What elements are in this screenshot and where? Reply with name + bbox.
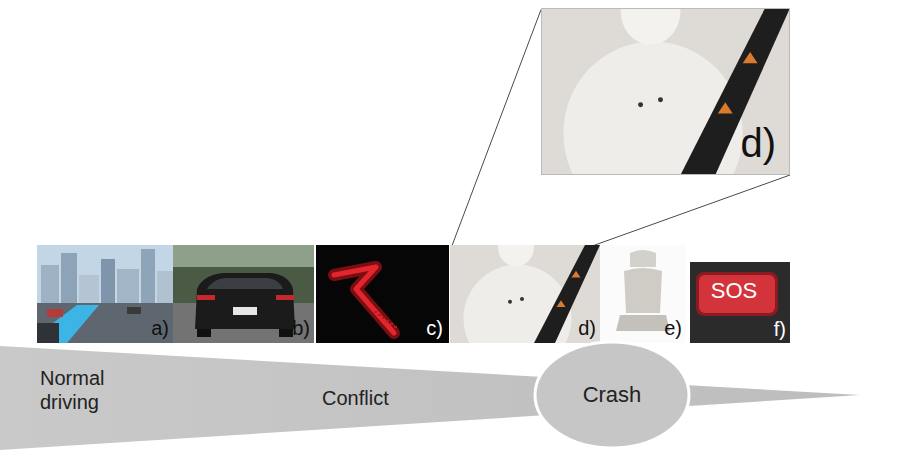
zoom-line <box>590 175 791 247</box>
photo-panel: SOS f) <box>690 262 790 343</box>
text-holder: SOS <box>690 278 778 304</box>
chest-marker <box>638 102 643 107</box>
belt-indicator <box>718 102 733 113</box>
timeline-wedge-shape <box>0 346 860 450</box>
sky <box>37 245 173 343</box>
background <box>600 245 686 343</box>
car <box>127 307 141 314</box>
phase-label: Crash <box>533 382 691 408</box>
text-holder: d) <box>740 119 776 167</box>
text-holder: b) <box>292 316 310 340</box>
photo-panel: e) <box>600 245 686 343</box>
node-outline <box>450 245 600 343</box>
photo-panel: a) <box>37 245 173 343</box>
chest-marker <box>658 97 663 102</box>
panel-letter: e) <box>664 316 682 340</box>
trees <box>173 245 314 343</box>
node-outline <box>0 340 860 450</box>
seat-belt <box>680 8 790 175</box>
text-holder: f) <box>774 317 786 341</box>
building <box>79 275 99 307</box>
tail-light <box>276 295 294 300</box>
plate <box>233 307 257 315</box>
light-dot <box>394 326 397 328</box>
text-holder: Normal driving <box>40 366 126 414</box>
car-body <box>195 273 295 329</box>
lane-highlight <box>37 305 99 343</box>
light-dot <box>378 314 381 316</box>
rear-window <box>207 278 283 289</box>
text-holder: c) <box>426 316 443 340</box>
belt-indicator <box>557 300 566 307</box>
seat-cushion <box>616 315 670 331</box>
zoom-frame <box>542 9 790 175</box>
light-dot <box>374 311 377 313</box>
phase-label: Conflict <box>322 386 389 410</box>
illustration <box>541 8 790 175</box>
tail-light <box>197 295 215 300</box>
photo-panel: b) <box>173 245 314 343</box>
panel-letter: d) <box>578 316 596 340</box>
building <box>101 259 115 307</box>
illustration <box>690 262 790 343</box>
illustration <box>450 245 600 343</box>
crash-ellipse: Crash <box>533 340 691 450</box>
zoom-photo: d) <box>541 8 790 175</box>
button-text: SOS <box>690 278 778 304</box>
text-holder: Crash <box>533 382 691 408</box>
illustration <box>600 245 686 343</box>
panel-letter: c) <box>426 316 443 340</box>
building <box>157 271 173 307</box>
backrest <box>624 268 662 313</box>
chest-marker <box>508 300 512 304</box>
background <box>316 245 449 343</box>
building <box>61 253 77 307</box>
panel-letter: b) <box>292 316 310 340</box>
belt-indicator <box>743 52 758 63</box>
light-dot <box>382 317 385 319</box>
panel-letter: a) <box>151 316 169 340</box>
photo-panel: c) <box>316 245 449 343</box>
text-holder: d) <box>578 316 596 340</box>
zoom-line <box>452 10 542 247</box>
dummy-head <box>621 8 681 45</box>
text-holder: Conflict <box>322 386 389 410</box>
dummy-head <box>498 245 534 267</box>
timeline-wedge: Normal driving Conflict <box>0 340 860 450</box>
tyre <box>279 329 293 337</box>
building <box>117 269 139 307</box>
tail-light <box>334 267 394 333</box>
illustration <box>0 346 860 450</box>
road <box>37 303 173 343</box>
illustration <box>173 245 314 343</box>
text-holder: a) <box>151 316 169 340</box>
light-dot <box>386 320 389 322</box>
illustration <box>37 245 173 343</box>
tyre <box>197 329 211 337</box>
photo-panel: d) <box>450 245 600 343</box>
car <box>37 323 59 343</box>
car <box>47 309 63 317</box>
seat-belt <box>534 245 600 343</box>
background <box>690 262 790 343</box>
building <box>173 245 314 267</box>
phase-label: Normal driving <box>40 366 126 414</box>
headrest <box>630 250 656 267</box>
text-holder: e) <box>664 316 682 340</box>
light-glow <box>334 267 394 333</box>
panel-letter: f) <box>774 317 786 341</box>
building <box>41 265 59 307</box>
illustration <box>316 245 449 343</box>
belt-indicator <box>572 271 581 278</box>
light-dot <box>390 323 393 325</box>
panel-letter: d) <box>740 119 776 167</box>
building <box>141 249 155 307</box>
chest-marker <box>520 297 524 301</box>
